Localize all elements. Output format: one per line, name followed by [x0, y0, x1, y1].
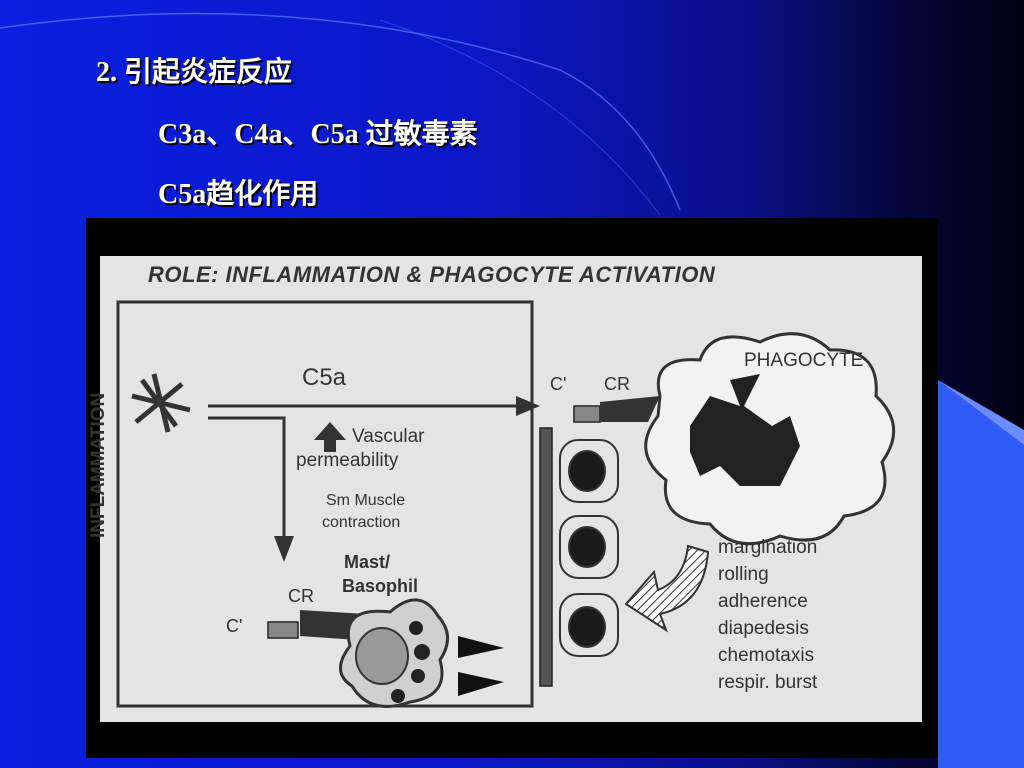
figure-panel: ROLE: INFLAMMATION & PHAGOCYTE ACTIVATIO… — [88, 256, 922, 722]
inflammation-figure: ROLE: INFLAMMATION & PHAGOCYTE ACTIVATIO… — [86, 218, 938, 758]
mast-label: Mast/ — [344, 552, 391, 572]
muscle-label: Sm Muscle — [326, 492, 406, 509]
phagocyte-receptor — [573, 396, 660, 423]
slide-heading: 2. 引起炎症反应 — [96, 57, 293, 88]
phagocyte-cell — [644, 332, 896, 546]
migration-arrow — [624, 544, 710, 633]
step-item: diapedesis — [718, 618, 809, 639]
step-item: rolling — [718, 564, 769, 585]
release-arrow-1 — [458, 636, 504, 658]
basophil-label: Basophil — [342, 576, 419, 596]
step-item: adherence — [718, 591, 808, 612]
step-item: respir. burst — [718, 672, 818, 693]
step-item: margination — [718, 537, 818, 558]
down-arrow — [208, 416, 286, 546]
c5a-arrowhead — [516, 396, 540, 416]
steps-list: margination rolling adherence diapedesis… — [718, 534, 817, 696]
contraction-label: contraction — [322, 514, 401, 531]
inflammation-box — [116, 300, 534, 708]
vessel-cells — [559, 439, 619, 657]
c-prime-right-label: C' — [550, 374, 567, 394]
permeability-label: permeability — [296, 450, 399, 471]
figure-diagram — [116, 300, 896, 708]
cr-left-label: CR — [288, 586, 314, 606]
inflammation-star-icon — [131, 373, 191, 433]
up-arrow-icon — [314, 422, 346, 452]
vascular-label: Vascular — [352, 426, 425, 447]
cr-right-label: CR — [604, 374, 630, 394]
c5a-label: C5a — [302, 364, 347, 391]
phagocyte-label: PHAGOCYTE — [744, 350, 864, 371]
figure-title: ROLE: INFLAMMATION & PHAGOCYTE ACTIVATIO… — [148, 262, 716, 287]
step-item: chemotaxis — [718, 645, 815, 666]
anaphylatoxin-line: C3a、C4a、C5a 过敏毒素 — [158, 119, 478, 150]
chemotaxis-line: C5a趋化作用 — [158, 179, 319, 210]
mast-cell — [339, 598, 449, 708]
release-arrow-2 — [458, 672, 504, 696]
inflammation-label: INFLAMMATION — [88, 392, 109, 538]
c-prime-left-label: C' — [226, 616, 243, 636]
vessel-wall — [539, 427, 553, 687]
down-arrowhead — [274, 536, 294, 562]
